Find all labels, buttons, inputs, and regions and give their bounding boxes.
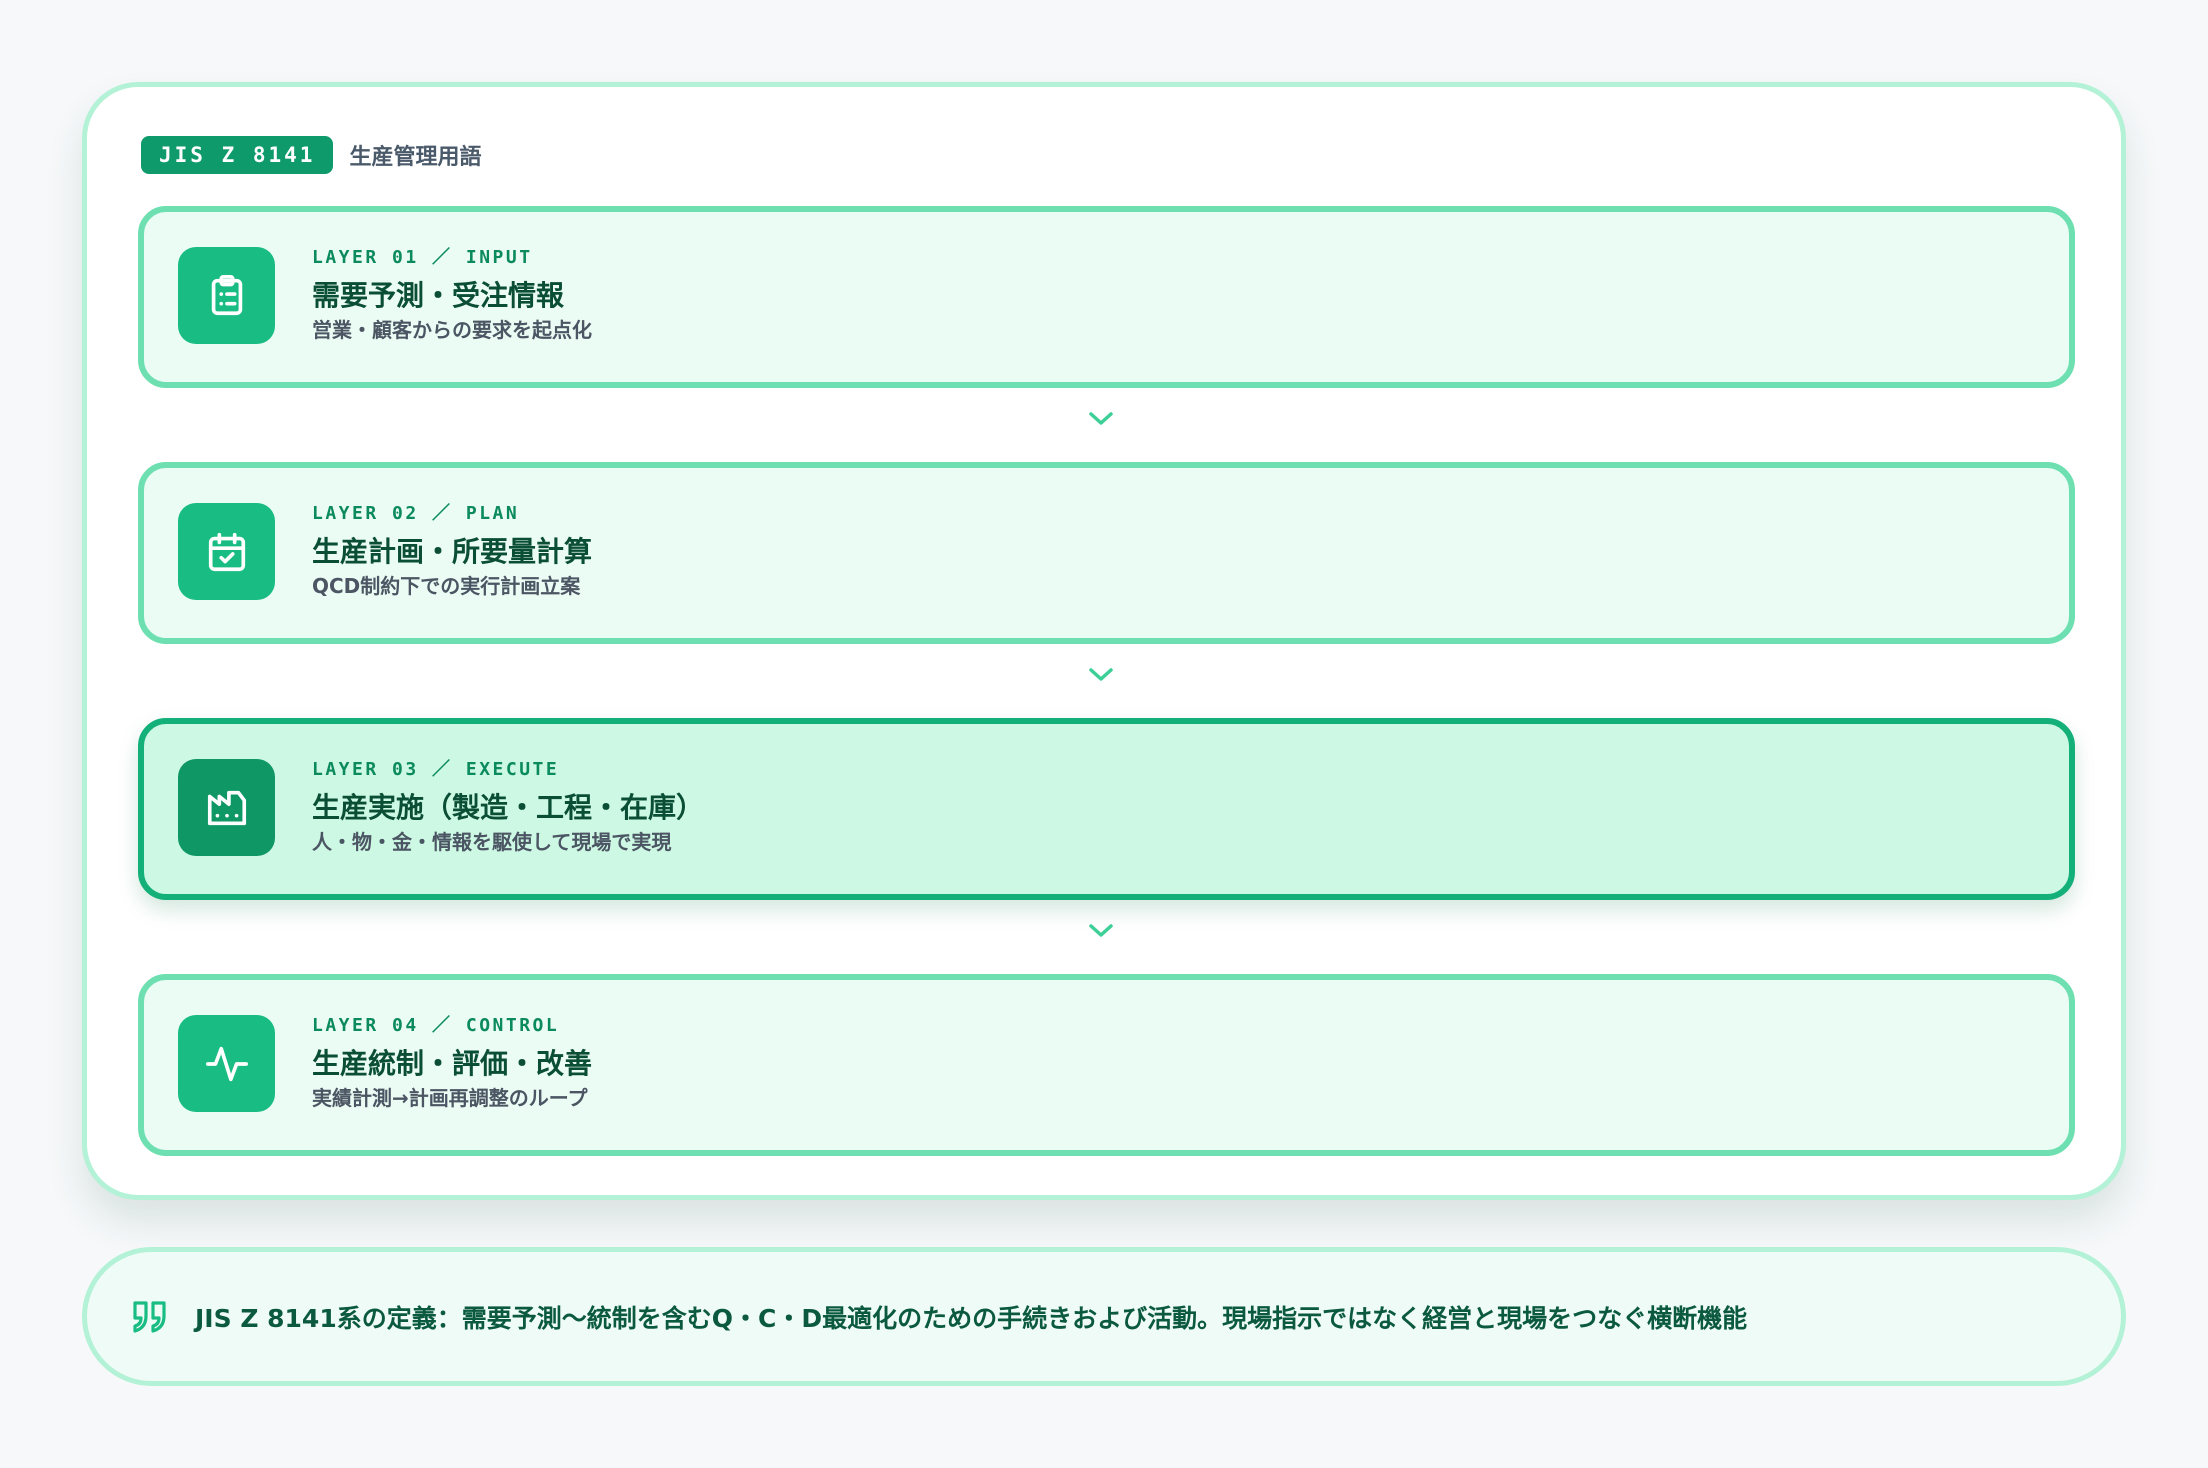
layer-tag: LAYER 02 ／ PLAN (312, 503, 520, 524)
layer-card-execute: LAYER 03 ／ EXECUTE 生産実施（製造・工程・在庫） 人・物・金・… (138, 718, 2075, 900)
definition-quote-card: JIS Z 8141系の定義：需要予測〜統制を含むQ・C・D最適化のための手続き… (82, 1247, 2126, 1386)
layer-description: QCD制約下での実行計画立案 (312, 574, 581, 598)
factory-icon (178, 759, 275, 856)
layer-card-plan: LAYER 02 ／ PLAN 生産計画・所要量計算 QCD制約下での実行計画立… (138, 462, 2075, 644)
quote-icon (133, 1300, 166, 1333)
diagram-header: JIS Z 8141 生産管理用語 (141, 136, 481, 174)
standard-badge: JIS Z 8141 (141, 136, 334, 174)
layer-title: 生産統制・評価・改善 (312, 1047, 593, 1080)
activity-pulse-icon (178, 1015, 275, 1112)
layer-title: 需要予測・受注情報 (312, 279, 565, 312)
layer-card-control: LAYER 04 ／ CONTROL 生産統制・評価・改善 実績計測→計画再調整… (138, 974, 2075, 1156)
chevron-down-icon (1089, 924, 1113, 937)
layer-title: 生産実施（製造・工程・在庫） (312, 791, 705, 824)
layer-description: 実績計測→計画再調整のループ (312, 1086, 588, 1110)
chevron-down-icon (1089, 668, 1113, 681)
chevron-down-icon (1089, 412, 1113, 425)
calendar-check-icon (178, 503, 275, 600)
layer-tag: LAYER 04 ／ CONTROL (312, 1015, 560, 1036)
layer-diagram-card: JIS Z 8141 生産管理用語 LAYER 01 ／ INPUT 需要予測・… (82, 82, 2126, 1200)
definition-text: JIS Z 8141系の定義：需要予測〜統制を含むQ・C・D最適化のための手続き… (195, 1303, 1748, 1333)
layer-description: 営業・顧客からの要求を起点化 (312, 318, 592, 342)
layer-title: 生産計画・所要量計算 (312, 535, 593, 568)
clipboard-list-icon (178, 247, 275, 344)
layer-tag: LAYER 01 ／ INPUT (312, 247, 533, 268)
header-subtitle: 生産管理用語 (349, 145, 482, 170)
layer-tag: LAYER 03 ／ EXECUTE (312, 759, 560, 780)
layer-description: 人・物・金・情報を駆使して現場で実現 (312, 830, 672, 854)
layer-card-input: LAYER 01 ／ INPUT 需要予測・受注情報 営業・顧客からの要求を起点… (138, 206, 2075, 388)
